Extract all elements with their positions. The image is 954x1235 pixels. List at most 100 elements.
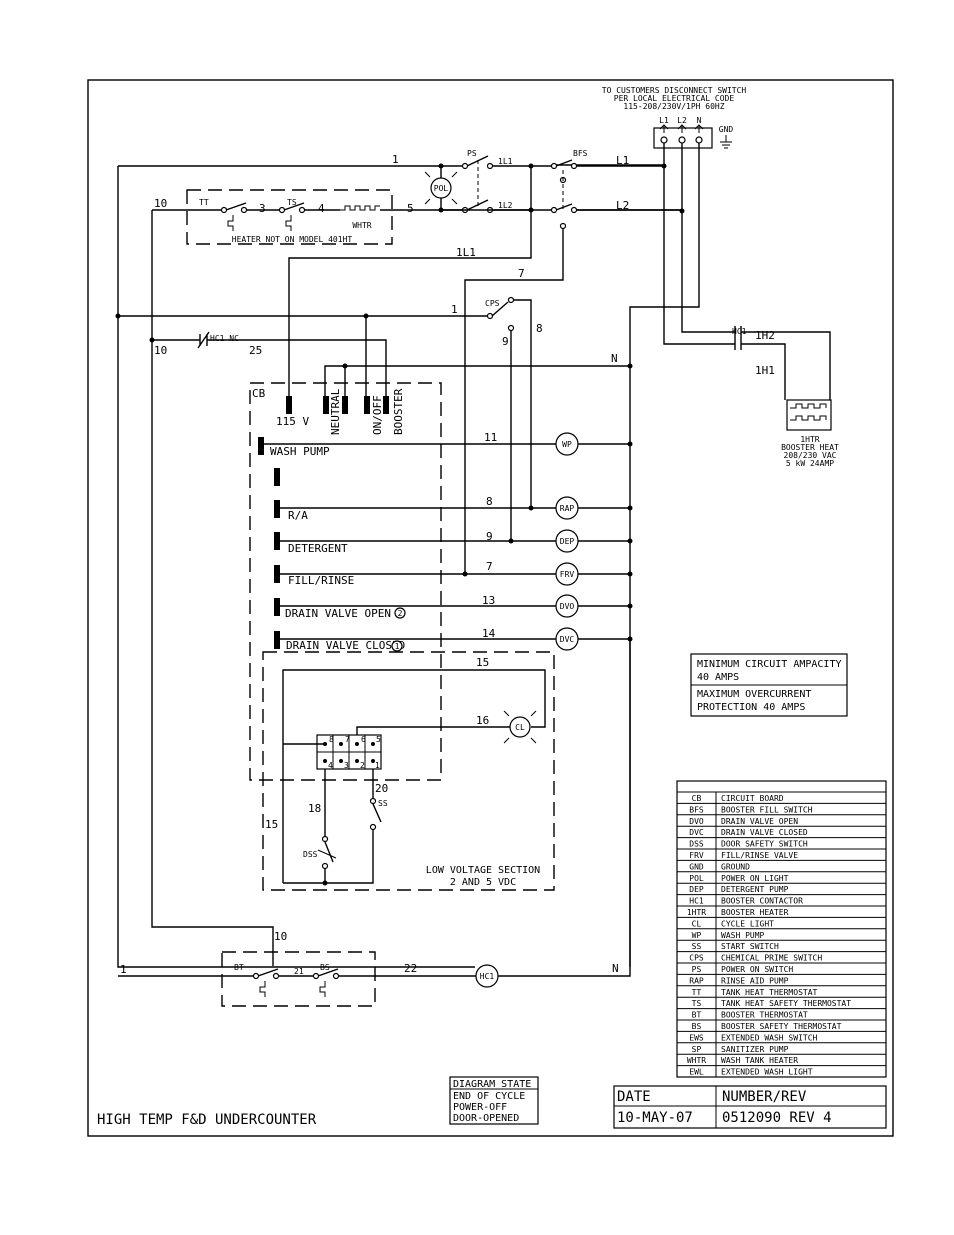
board-connector: 8 7 6 5 4 3 2 1 bbox=[316, 734, 382, 770]
supply-line1: TO CUSTOMERS DISCONNECT SWITCH bbox=[602, 86, 747, 95]
legend-desc: FILL/RINSE VALVE bbox=[721, 851, 798, 860]
legend-abbr: DSS bbox=[689, 840, 704, 849]
wire-1l1-label: 1L1 bbox=[456, 246, 476, 259]
power-on-light-icon: POL bbox=[424, 171, 458, 205]
rinse-aid-pump-icon: RAP bbox=[560, 504, 575, 513]
booster-heater-icon bbox=[786, 399, 832, 431]
diagram-state-title: DIAGRAM STATE bbox=[453, 1079, 531, 1090]
fill-rinse-valve-icon: FRV bbox=[560, 570, 575, 579]
legend-desc: CIRCUIT BOARD bbox=[721, 794, 784, 803]
booster-heat-line3: 5 kW 24AMP bbox=[786, 459, 834, 468]
booster-safety-thermostat-bs: BS bbox=[312, 963, 340, 997]
cl-label: CL bbox=[515, 723, 525, 732]
conn-pin-6: 6 bbox=[361, 735, 366, 744]
legend-abbr: DEP bbox=[689, 885, 704, 894]
legend-abbr: SS bbox=[692, 942, 702, 951]
tank-safety-thermostat-ts: TS bbox=[278, 198, 306, 231]
legend-abbr: HC1 bbox=[689, 897, 704, 906]
wire-1h2-label: 1H2 bbox=[755, 329, 775, 342]
legend-abbr: FRV bbox=[689, 851, 704, 860]
drawing-title: HIGH TEMP F&D UNDERCOUNTER bbox=[97, 1112, 317, 1128]
supply-terminal-block: L1 L2 N GND bbox=[653, 116, 733, 149]
legend-desc: WASH TANK HEATER bbox=[721, 1056, 798, 1065]
wire-15-side-label: 15 bbox=[265, 818, 278, 831]
number-label: NUMBER/REV bbox=[722, 1089, 807, 1105]
wire-8-top-label: 8 bbox=[536, 322, 543, 335]
legend-abbr: BFS bbox=[689, 805, 704, 814]
n-bottom-label: N bbox=[612, 962, 619, 975]
bfs-label: BFS bbox=[573, 149, 588, 158]
legend-desc: WASH PUMP bbox=[721, 931, 765, 940]
number-value: 0512090 REV 4 bbox=[722, 1110, 832, 1126]
supply-line3: 115-208/230V/1PH 60HZ bbox=[623, 102, 724, 111]
legend-abbr: DVO bbox=[689, 817, 704, 826]
circuit-board bbox=[249, 382, 442, 781]
wire-13-label: 13 bbox=[482, 594, 495, 607]
legend-desc: DRAIN VALVE CLOSED bbox=[721, 828, 808, 837]
legend-abbr: PS bbox=[692, 965, 702, 974]
diagram-state-line3: DOOR-OPENED bbox=[453, 1113, 519, 1124]
hc1-coil-icon: HC1 bbox=[480, 972, 495, 981]
wire-4-label: 4 bbox=[318, 202, 325, 215]
legend-desc: EXTENDED WASH LIGHT bbox=[721, 1068, 813, 1077]
legend-desc: BOOSTER CONTACTOR bbox=[721, 897, 803, 906]
hc1-contacts: HC1 1H2 1H1 bbox=[732, 326, 831, 400]
booster-heat-line2: 208/230 VAC bbox=[784, 451, 837, 460]
legend-desc: BOOSTER HEATER bbox=[721, 908, 789, 917]
ampacity-max1: MAXIMUM OVERCURRENT bbox=[697, 689, 811, 700]
legend-desc: POWER ON LIGHT bbox=[721, 874, 789, 883]
legend-desc: BOOSTER THERMOSTAT bbox=[721, 1011, 808, 1020]
wire-1-cps-label: 1 bbox=[451, 303, 458, 316]
ampacity-min2: 40 AMPS bbox=[697, 672, 739, 683]
diagram-state-box: DIAGRAM STATE END OF CYCLE POWER-OFF DOO… bbox=[449, 1076, 539, 1125]
legend-abbr: CL bbox=[692, 919, 702, 928]
heater-note: HEATER NOT ON MODEL 401HT bbox=[232, 235, 353, 244]
wire-10-hc1-label: 10 bbox=[154, 344, 167, 357]
wire-3-label: 3 bbox=[259, 202, 266, 215]
wire-25-label: 25 bbox=[249, 344, 262, 357]
legend-abbr: CPS bbox=[689, 954, 704, 963]
wire-7-top-label: 7 bbox=[518, 267, 525, 280]
booster-heat-line1: BOOSTER HEAT bbox=[781, 443, 839, 452]
hc1-nc-label: HC1 NC bbox=[210, 334, 239, 343]
booster-fill-switch-bfs: BFS bbox=[531, 149, 682, 230]
conn-pin-2: 2 bbox=[360, 761, 365, 770]
cb-output-fill-rinse: FILL/RINSE bbox=[288, 574, 354, 587]
detergent-pump-icon: DEP bbox=[560, 537, 575, 546]
date-label: DATE bbox=[617, 1089, 651, 1105]
wire-9-top-label: 9 bbox=[502, 335, 509, 348]
wire-10-bottom-label: 10 bbox=[274, 930, 287, 943]
diagram-state-line1: END OF CYCLE bbox=[453, 1091, 525, 1102]
legend-desc: DOOR SAFETY SWITCH bbox=[721, 840, 808, 849]
conn-pin-4: 4 bbox=[328, 761, 333, 770]
l2-wire-label: L2 bbox=[616, 199, 629, 212]
legend-abbr: DVC bbox=[689, 828, 704, 837]
legend-desc: DETERGENT PUMP bbox=[721, 885, 789, 894]
drawing-border bbox=[87, 79, 894, 1137]
wire-11-label: 11 bbox=[484, 431, 497, 444]
drain-valve-closed-icon: DVC bbox=[560, 635, 575, 644]
wire-7-label: 7 bbox=[486, 560, 493, 573]
legend-desc: START SWITCH bbox=[721, 942, 779, 951]
1l2-label: 1L2 bbox=[498, 201, 513, 210]
booster-heat-id: 1HTR bbox=[800, 435, 819, 444]
ground-icon bbox=[720, 135, 732, 149]
wire-21-label: 21 bbox=[294, 967, 304, 976]
cb-output-drain-open: DRAIN VALVE OPEN bbox=[285, 607, 391, 620]
cb-term-on-off: ON/OFF bbox=[371, 395, 384, 435]
wire-16-label: 16 bbox=[476, 714, 489, 727]
ts-label: TS bbox=[287, 198, 297, 207]
wire-1-label: 1 bbox=[392, 153, 399, 166]
ampacity-max2: PROTECTION 40 AMPS bbox=[697, 702, 805, 713]
cb-output-ra: R/A bbox=[288, 509, 308, 522]
legend-abbr: 1HTR bbox=[687, 908, 706, 917]
drain-valve-open-icon: DVO bbox=[560, 602, 575, 611]
cb-output-drain-closed: DRAIN VALVE CLOSED bbox=[286, 639, 405, 652]
dss-label: DSS bbox=[303, 850, 318, 859]
booster-section bbox=[221, 951, 376, 1007]
n-wire-label: N bbox=[611, 352, 618, 365]
bs-label: BS bbox=[320, 963, 330, 972]
ss-label: SS bbox=[378, 799, 388, 808]
cb-output-wash-pump: WASH PUMP bbox=[270, 445, 330, 458]
